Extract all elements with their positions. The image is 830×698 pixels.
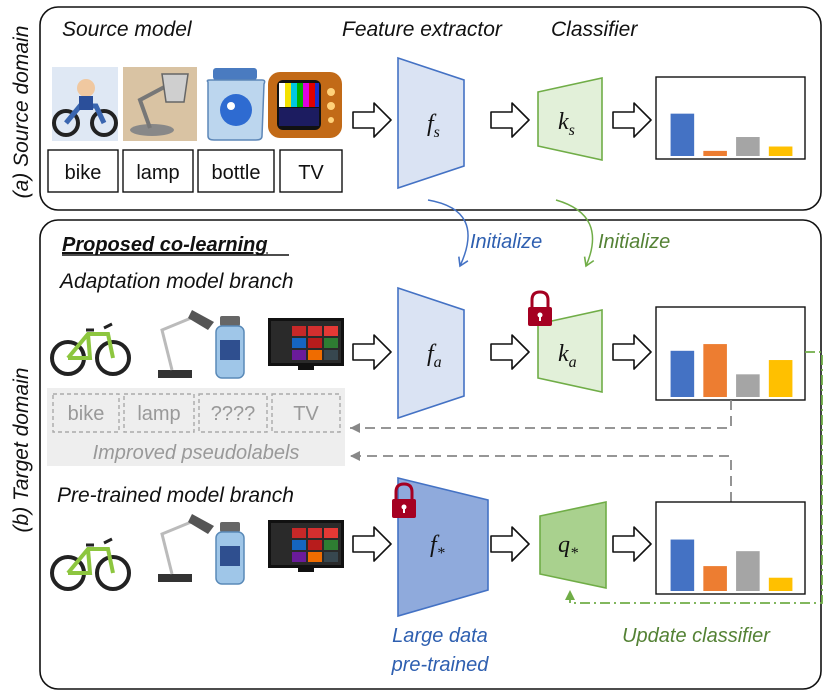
pseudolabel-tv: TV xyxy=(293,403,319,425)
bar-bike xyxy=(670,539,695,591)
pseudolabel-box-bike xyxy=(52,393,120,433)
feature-extractor-fstar xyxy=(397,476,489,618)
classifier-ka xyxy=(537,309,603,393)
large-data-line2: pre-trained xyxy=(391,654,490,676)
desk-lamp-icon-pretrained xyxy=(158,514,214,582)
pseudolabel-caption: Improved pseudolabels xyxy=(93,442,300,464)
bar-TV xyxy=(768,360,793,397)
source-domain-frame xyxy=(39,6,822,211)
arrow-adapt-3 xyxy=(612,334,652,370)
pseudolabel-lamp: lamp xyxy=(137,403,180,425)
source-label-box-bottle xyxy=(197,149,275,193)
classifier-title: Classifier xyxy=(551,18,638,41)
bar-TV xyxy=(768,577,793,591)
source-label-bottle: bottle xyxy=(212,162,261,184)
desk-lamp-icon xyxy=(123,67,197,141)
target-domain-frame xyxy=(39,219,822,690)
bar-bike xyxy=(670,350,695,397)
pretrained-prediction-chart xyxy=(670,539,793,591)
co-learning-title: Proposed co-learning xyxy=(62,234,268,256)
initialize-arrow-green xyxy=(555,199,595,268)
pseudolabel-bike: bike xyxy=(68,403,105,425)
jar-icon xyxy=(202,66,268,142)
arrow-src-3 xyxy=(612,102,652,138)
source-prediction-chart xyxy=(670,113,793,156)
bar-TV xyxy=(768,146,793,156)
bicycle-icon xyxy=(50,322,131,376)
feature-extractor-fa xyxy=(397,286,465,420)
arrow-src-1 xyxy=(352,102,392,138)
pseudolabel-box-tv xyxy=(271,393,341,433)
initialize-label-blue: Initialize xyxy=(470,231,542,253)
lock-icon xyxy=(528,290,552,326)
bar-bottle xyxy=(736,137,760,156)
source-label-box-lamp xyxy=(122,149,194,193)
feature-extractor-title: Feature extractor xyxy=(342,18,503,41)
qstar-label: q* xyxy=(558,532,578,562)
pseudolabel-box-unknown xyxy=(198,393,268,433)
initialize-arrow-blue xyxy=(427,199,469,268)
source-label-tv: TV xyxy=(298,162,324,184)
source-model-title: Source model xyxy=(62,18,193,41)
classifier-ks xyxy=(537,77,603,161)
fs-label: fs xyxy=(427,111,440,141)
bicycle-icon-pretrained xyxy=(50,537,131,591)
arrow-pre-2 xyxy=(490,526,530,562)
arrow-src-2 xyxy=(490,102,530,138)
bar-lamp xyxy=(703,566,727,591)
bar-lamp xyxy=(703,344,727,397)
pseudolabel-unknown: ???? xyxy=(211,403,256,425)
fa-label: fa xyxy=(427,341,442,371)
arrow-adapt-2 xyxy=(490,334,530,370)
motorbike-icon xyxy=(52,67,118,141)
source-label-box-bike xyxy=(47,149,119,193)
pseudolabel-panel xyxy=(47,388,345,466)
initialize-label-green: Initialize xyxy=(598,231,670,253)
source-label-lamp: lamp xyxy=(136,162,179,184)
update-classifier-arrow xyxy=(565,351,823,604)
bar-bike xyxy=(670,113,695,156)
arrow-pre-3 xyxy=(612,526,652,562)
bar-bottle xyxy=(736,374,760,397)
bottle-icon-pretrained xyxy=(215,522,245,585)
source-label-bike: bike xyxy=(65,162,102,184)
smart-tv-icon-pretrained xyxy=(268,520,344,572)
desk-lamp-icon-target xyxy=(158,310,214,378)
bottle-icon xyxy=(215,316,245,379)
target-domain-side-label: (b) Target domain xyxy=(10,368,33,533)
source-domain-side-label: (a) Source domain xyxy=(10,26,33,199)
adaptation-branch-title: Adaptation model branch xyxy=(58,270,294,293)
adaptation-prediction-chart xyxy=(670,344,793,397)
arrow-pre-1 xyxy=(352,526,392,562)
large-data-line1: Large data xyxy=(392,625,488,647)
pretrained-branch-title: Pre-trained model branch xyxy=(57,484,294,507)
update-classifier-label: Update classifier xyxy=(622,625,771,647)
bar-bottle xyxy=(736,551,760,591)
pseudolabel-feedback-arrow-top xyxy=(350,400,732,433)
lock-icon-pretrained xyxy=(392,482,416,518)
bar-lamp xyxy=(703,150,727,156)
ka-label: ka xyxy=(558,341,577,371)
source-label-box-tv xyxy=(279,149,343,193)
fstar-label: f* xyxy=(430,532,445,562)
ks-label: ks xyxy=(558,109,575,139)
pseudolabel-box-lamp xyxy=(123,393,195,433)
tv-icon xyxy=(268,72,342,138)
classifier-qstar xyxy=(539,501,607,589)
feature-extractor-fs xyxy=(397,56,465,190)
arrow-adapt-1 xyxy=(352,334,392,370)
smart-tv-icon xyxy=(268,318,344,370)
